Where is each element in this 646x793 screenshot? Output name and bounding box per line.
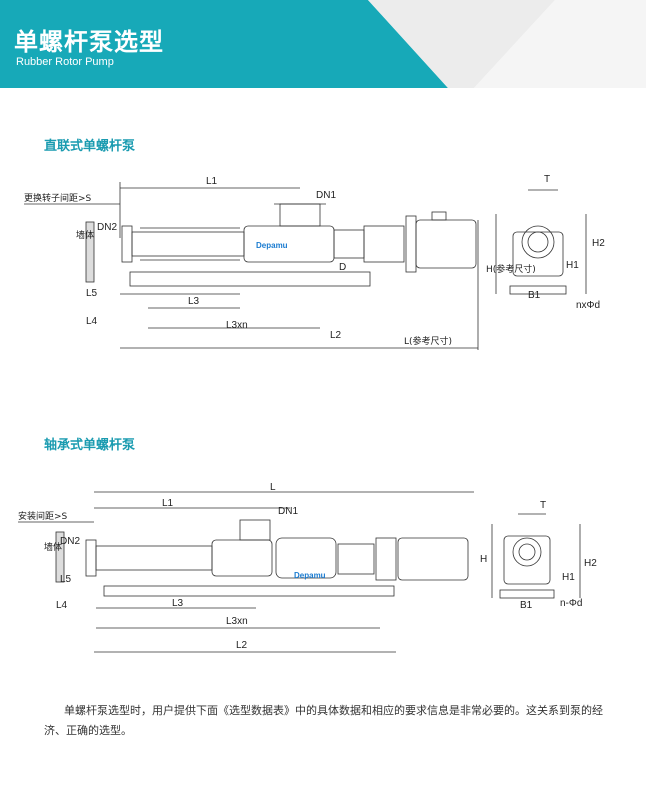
dim-nphid: nxΦd bbox=[576, 300, 600, 311]
page-title: 单螺杆泵选型 bbox=[14, 28, 164, 56]
dim-H2: H2 bbox=[584, 558, 597, 569]
dim-B1: B1 bbox=[528, 290, 541, 301]
dim-S: 更换转子间距>S bbox=[24, 192, 92, 204]
dim-L: L bbox=[270, 482, 276, 493]
section1-title: 直联式单螺杆泵 bbox=[44, 139, 136, 154]
bearing-pump-drawing: L L1 安装间距>S 墙体 DN2 DN1 Depamu L5 L4 L3 L… bbox=[18, 482, 597, 653]
dim-L2: L2 bbox=[330, 330, 342, 341]
dim-L: L(参考尺寸) bbox=[404, 335, 452, 347]
drive-D-label: D bbox=[339, 262, 346, 273]
dim-S: 安装间距>S bbox=[18, 510, 68, 522]
dim-L5: L5 bbox=[86, 288, 98, 299]
dim-L3: L3 bbox=[172, 598, 184, 609]
wall-label: 墙体 bbox=[44, 541, 62, 553]
dim-T: T bbox=[540, 500, 546, 511]
dim-B1: B1 bbox=[520, 600, 533, 611]
dim-nphid: n-Φd bbox=[560, 598, 582, 609]
dim-DN2: DN2 bbox=[97, 222, 117, 233]
dim-H1: H1 bbox=[566, 260, 579, 271]
dim-L1: L1 bbox=[162, 498, 174, 509]
dim-H2: H2 bbox=[592, 238, 605, 249]
selection-note: 单螺杆泵选型时，用户提供下面《选型数据表》中的具体数据和相应的要求信息是非常必要… bbox=[44, 704, 603, 737]
brand-label: Depamu bbox=[294, 571, 326, 580]
brand-label: Depamu bbox=[256, 241, 288, 250]
section2-title: 轴承式单螺杆泵 bbox=[44, 438, 136, 453]
dim-DN2: DN2 bbox=[60, 536, 80, 547]
dim-H: H(参考尺寸) bbox=[486, 263, 536, 275]
dim-L2: L2 bbox=[236, 640, 248, 651]
dim-H: H bbox=[480, 554, 487, 565]
banner-shapes bbox=[0, 0, 646, 88]
page-subtitle: Rubber Rotor Pump bbox=[16, 56, 114, 68]
direct-pump-drawing: L1 更换转子间距>S 墙体 DN2 DN1 Depamu D L5 L3 L4… bbox=[24, 174, 605, 350]
wall-label: 墙体 bbox=[76, 229, 94, 241]
dim-L3: L3 bbox=[188, 296, 200, 307]
dim-H1: H1 bbox=[562, 572, 575, 583]
dim-L4: L4 bbox=[86, 316, 98, 327]
dim-DN1: DN1 bbox=[316, 190, 336, 201]
dim-DN1: DN1 bbox=[278, 506, 298, 517]
dim-L1: L1 bbox=[206, 176, 218, 187]
dim-L4: L4 bbox=[56, 600, 68, 611]
dim-L3xn: L3xn bbox=[226, 616, 248, 627]
dim-L3xn: L3xn bbox=[226, 320, 248, 331]
dim-T: T bbox=[544, 174, 550, 185]
header-banner: 单螺杆泵选型 Rubber Rotor Pump bbox=[0, 0, 646, 88]
dim-L5: L5 bbox=[60, 574, 72, 585]
